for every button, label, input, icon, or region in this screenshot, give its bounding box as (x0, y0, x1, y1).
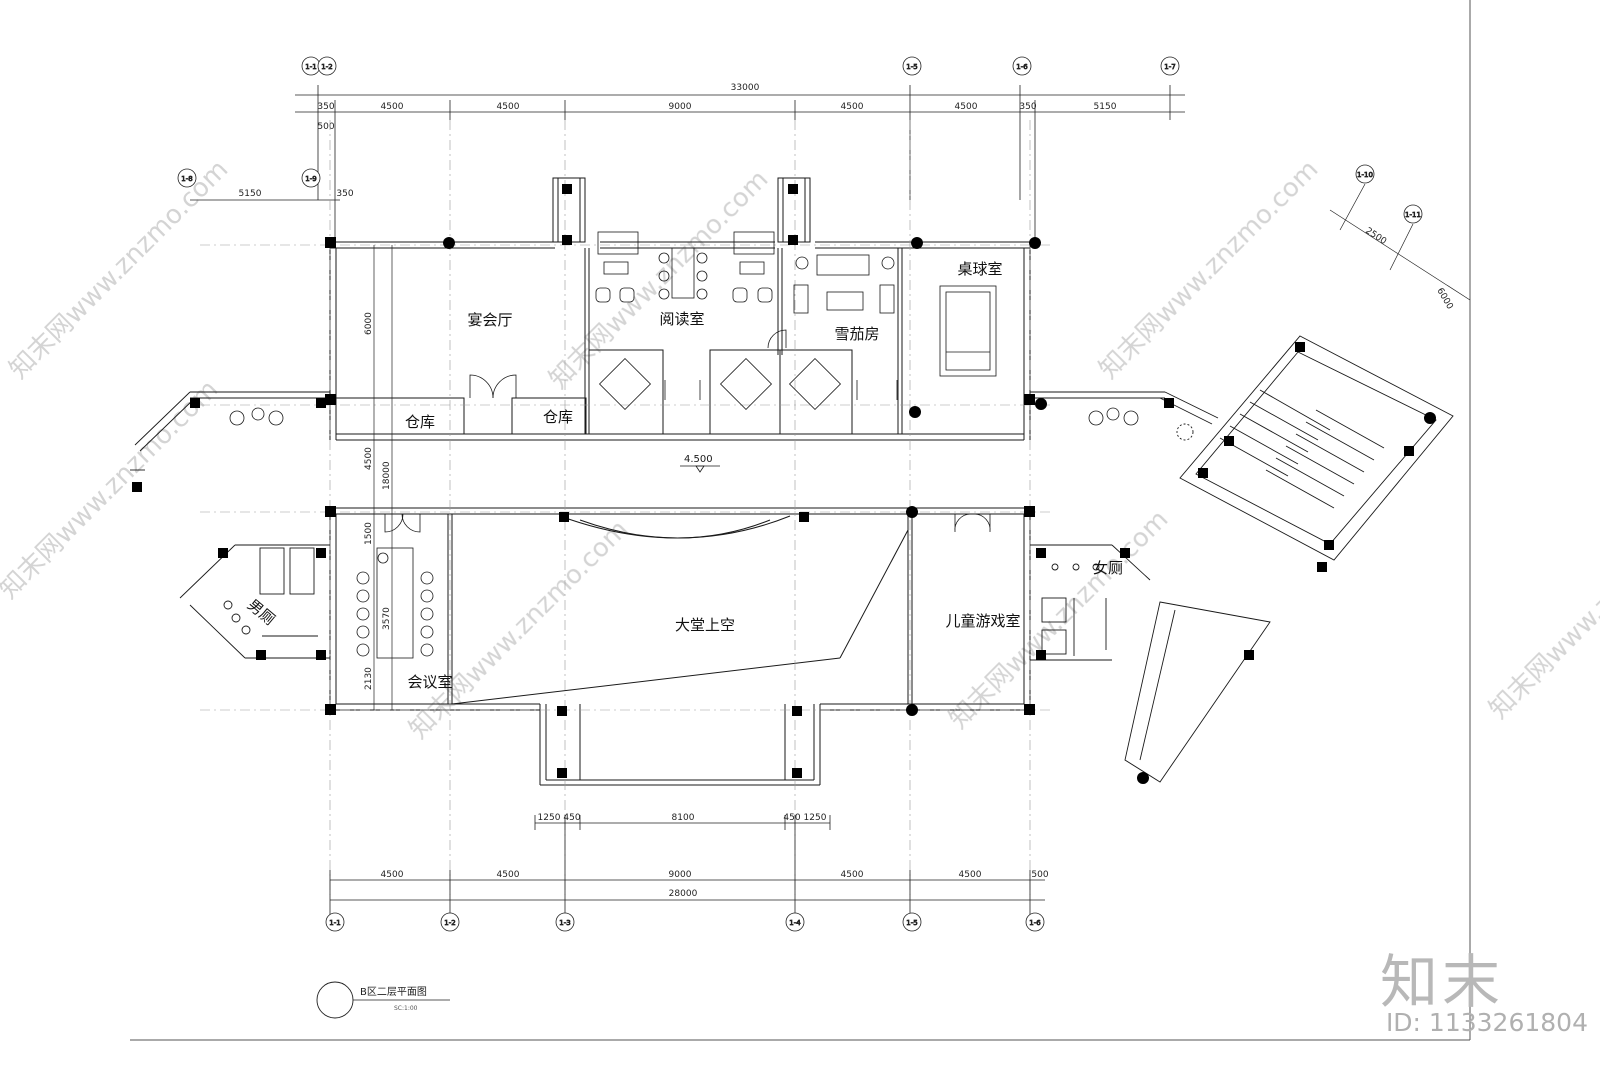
room-label-lobby-void: 大堂上空 (675, 616, 735, 634)
dim-top-seg: 350 (317, 102, 334, 112)
drawing-scale: SC:1:00 (394, 1005, 418, 1012)
dim-angled: 2500 (1363, 226, 1388, 247)
bottom-axis-bubbles: 1-1 1-2 1-3 1-4 1-5 1-6 (325, 912, 1045, 932)
dim-bottom-seg: 4500 (381, 870, 404, 880)
room-labels: 宴会厅 阅读室 雪茄房 桌球室 仓库 仓库 大堂上空 儿童游戏室 会议室 女厕 … (244, 260, 1123, 691)
room-label-mens-toilet: 男厕 (244, 596, 279, 629)
doors (384, 329, 991, 533)
dim-bottom-bay: 1250 (538, 813, 561, 823)
room-label-kids-playroom: 儿童游戏室 (945, 612, 1020, 630)
bottom-dimensions (329, 815, 1045, 915)
dim-top-total: 33000 (731, 83, 760, 93)
furniture (229, 231, 1139, 659)
watermark-group: 知末网www.znzmo.com 知末网www.znzmo.com 知末网www… (0, 154, 1600, 745)
room-label-storage: 仓库 (405, 413, 435, 431)
axis-label: 1-2 (321, 63, 332, 71)
dim-top-seg: 4500 (955, 102, 978, 112)
dim-bottom-bay: 1250 (804, 813, 827, 823)
top-dimension-labels: 33000 350 4500 4500 9000 4500 4500 350 5… (239, 83, 1117, 199)
watermark-text: 知末网www.znzmo.com (0, 374, 224, 605)
dim-left-small: 350 (336, 189, 353, 199)
axis-label: 1-11 (1405, 211, 1421, 219)
dim-left-vert: 3570 (382, 607, 392, 630)
dim-top-seg: 4500 (841, 102, 864, 112)
dim-angled: 6000 (1434, 287, 1454, 312)
room-label-storage: 仓库 (543, 408, 573, 426)
axis-label: 1-4 (789, 919, 801, 927)
columns (132, 184, 1436, 784)
dim-top-seg: 4500 (381, 102, 404, 112)
room-label-womens-toilet: 女厕 (1093, 559, 1123, 577)
dim-bottom-bay: 450 (783, 813, 800, 823)
west-wing (130, 391, 330, 659)
axis-label: 1-6 (1016, 63, 1028, 71)
dim-left-vert: 1500 (364, 522, 374, 545)
axis-label: 1-8 (181, 175, 192, 183)
watermark-text: 知末网www.znzmo.com (544, 164, 775, 395)
dim-left-vert: 2130 (364, 667, 374, 690)
dim-top-seg: 350 (1019, 102, 1036, 112)
brand-logo-text: 知末 (1379, 948, 1504, 1016)
bottom-dimension-labels: 1250 450 8100 450 1250 4500 4500 9000 45… (381, 813, 1049, 899)
top-dimensions (295, 85, 1185, 240)
axis-label: 1-9 (305, 175, 316, 183)
dim-bottom-bay: 450 (563, 813, 580, 823)
axis-label: 1-2 (444, 919, 455, 927)
room-label-reading: 阅读室 (659, 310, 704, 328)
dim-bottom-seg: 4500 (959, 870, 982, 880)
room-label-banquet: 宴会厅 (467, 311, 512, 329)
axis-label: 1-1 (329, 919, 340, 927)
top-axis-bubbles: 1-1 1-2 1-5 1-6 1-7 1-8 1-9 1-10 1-11 (177, 56, 1423, 224)
dim-bottom-seg: 9000 (669, 870, 692, 880)
brand-id-text: ID: 1133261804 (1385, 1008, 1588, 1037)
dim-top-seg: 4500 (497, 102, 520, 112)
watermark-text: 知末网www.znzmo.com (1094, 154, 1325, 385)
watermark-text: 知末网www.znzmo.com (1484, 494, 1600, 725)
axis-label: 1-3 (559, 919, 570, 927)
axis-label: 1-10 (1357, 171, 1373, 179)
dim-top-seg: 5150 (1094, 102, 1117, 112)
room-label-billiard: 桌球室 (957, 260, 1002, 278)
room-label-cigar: 雪茄房 (834, 325, 879, 343)
dim-left-vert: 4500 (364, 447, 374, 470)
axis-label: 1-7 (1164, 63, 1175, 71)
left-vertical-dims (373, 245, 393, 710)
level-marker: 4.500 (680, 454, 720, 473)
left-vertical-labels: 6000 4500 18000 1500 3570 2130 (364, 312, 392, 690)
axis-label: 1-5 (906, 63, 917, 71)
dim-bottom-seg: 500 (1031, 870, 1048, 880)
dim-top-small: 500 (317, 122, 334, 132)
dim-bottom-seg: 4500 (841, 870, 864, 880)
drawing-title-block: B区二层平面图 SC:1:00 (316, 981, 450, 1019)
angled-dimension (1329, 183, 1471, 301)
drawing-title: B区二层平面图 (360, 986, 427, 998)
axis-label: 1-6 (1029, 919, 1041, 927)
dim-bottom-seg: 4500 (497, 870, 520, 880)
dim-top-seg: 9000 (669, 102, 692, 112)
dim-left-vert: 6000 (364, 312, 374, 335)
room-label-meeting: 会议室 (407, 673, 452, 691)
level-mark-text: 4.500 (684, 454, 713, 465)
dim-bottom-total: 28000 (669, 889, 698, 899)
axis-label: 1-5 (906, 919, 917, 927)
dim-left-vert: 18000 (382, 461, 392, 490)
dim-bottom-bay: 8100 (672, 813, 695, 823)
watermark-text: 知末网www.znzmo.com (4, 154, 235, 385)
axis-label: 1-1 (305, 63, 316, 71)
dim-left-offset: 5150 (239, 189, 262, 199)
